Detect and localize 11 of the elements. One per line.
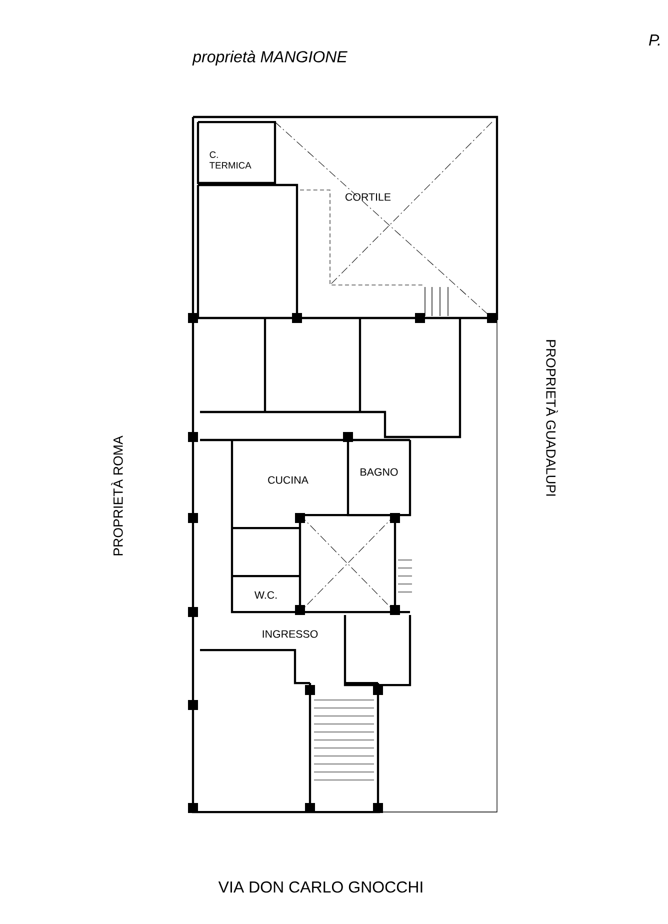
room-label: CORTILE	[346, 193, 391, 201]
owner-label: PROPRIETÀ GUADALUPI	[546, 340, 558, 496]
street-label: VIA DON CARLO GNOCCHI	[218, 881, 422, 893]
room-label: INGRESSO	[262, 630, 318, 638]
room-label: CUCINA	[268, 476, 308, 484]
room-label: C. TERMICA	[210, 151, 252, 169]
room-label: BAGNO	[360, 468, 398, 476]
page-mark: P.	[648, 34, 660, 46]
owner-label: proprietà MANGIONE	[192, 50, 348, 66]
room-label: W.C.	[254, 591, 277, 599]
owner-label: PROPRIETÀ ROMA	[111, 436, 123, 556]
